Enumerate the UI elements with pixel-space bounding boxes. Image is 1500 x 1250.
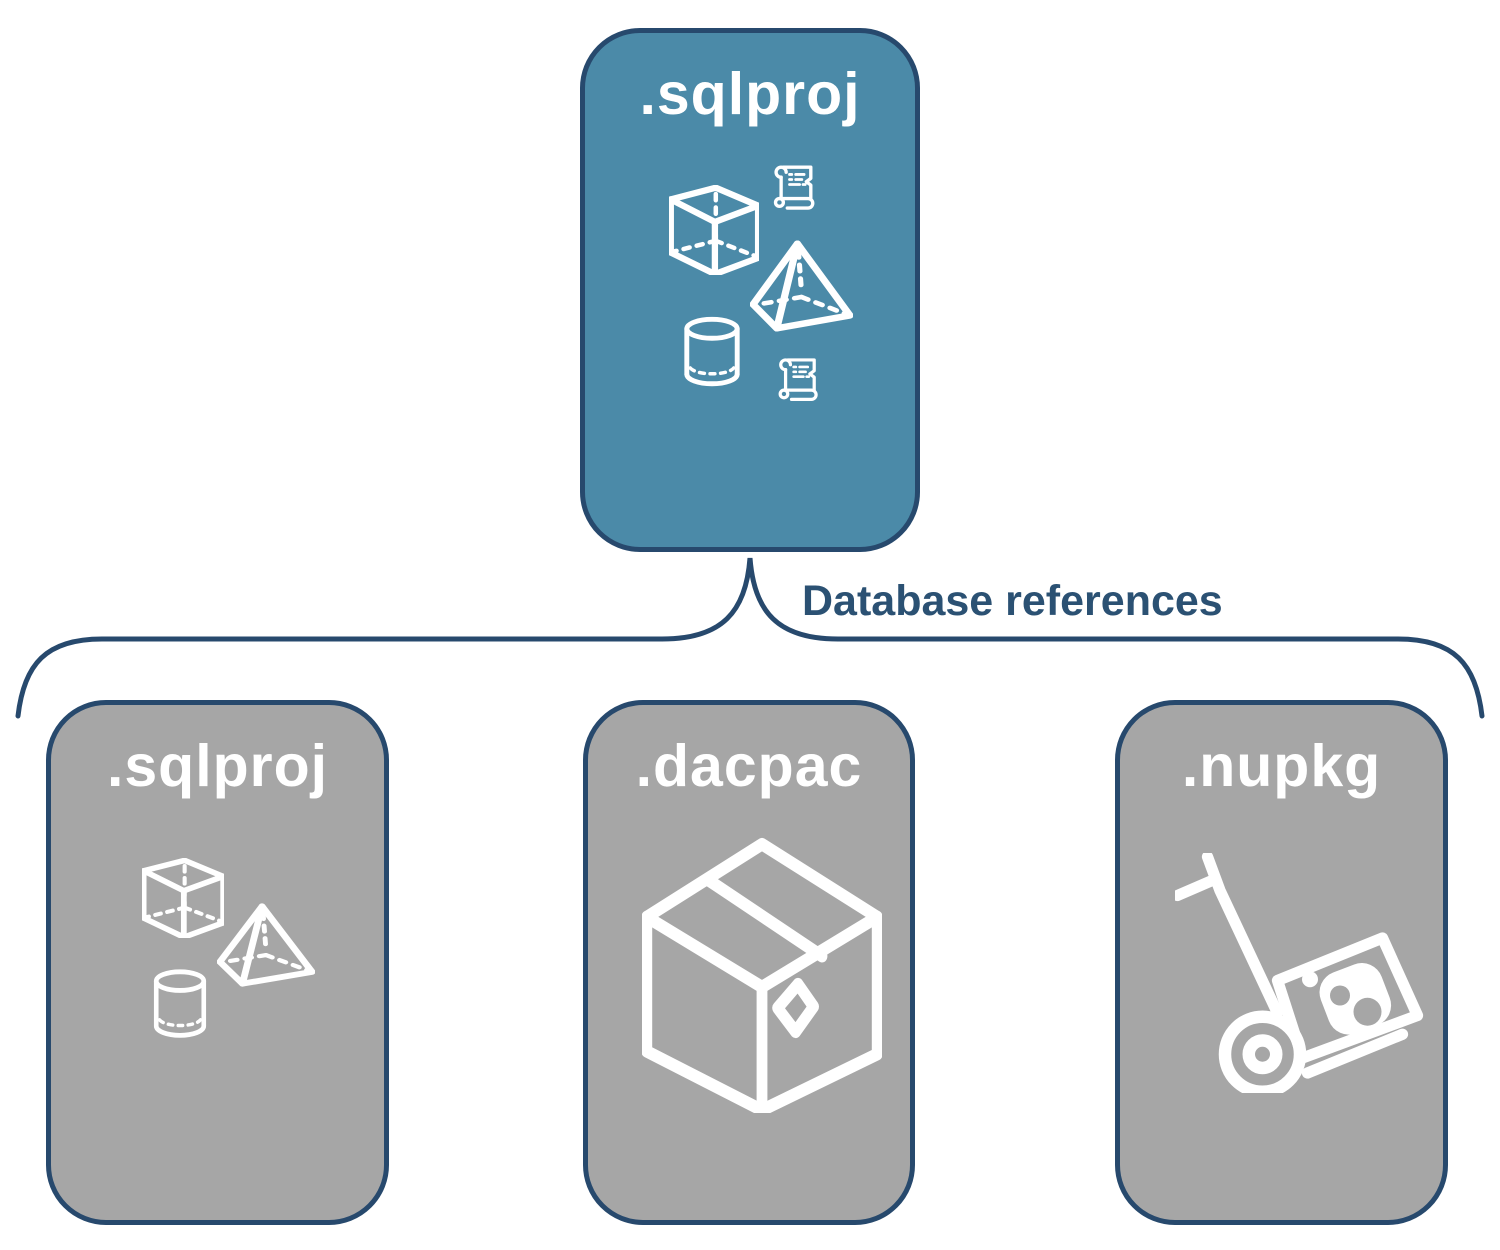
scroll-icon [771, 353, 825, 409]
child-card-nupkg: .nupkg [1115, 700, 1448, 1225]
cylinder-icon [677, 313, 747, 395]
pyramid-icon [217, 903, 315, 987]
scroll-icon [766, 160, 822, 218]
child-card-title: .sqlproj [106, 733, 329, 799]
root-card-sqlproj: .sqlproj [580, 28, 920, 552]
cube-icon [142, 858, 224, 938]
hand-truck-icon [1175, 853, 1425, 1093]
root-card-title: .sqlproj [639, 61, 861, 127]
cylinder-icon [147, 968, 213, 1044]
package-box-icon [642, 833, 882, 1113]
connector-label: Database references [802, 577, 1223, 625]
cube-icon [669, 185, 759, 275]
child-card-title: .dacpac [635, 733, 863, 799]
pyramid-icon [750, 240, 853, 332]
child-card-sqlproj: .sqlproj [46, 700, 389, 1225]
child-card-dacpac: .dacpac [583, 700, 915, 1225]
child-card-title: .nupkg [1181, 733, 1382, 799]
